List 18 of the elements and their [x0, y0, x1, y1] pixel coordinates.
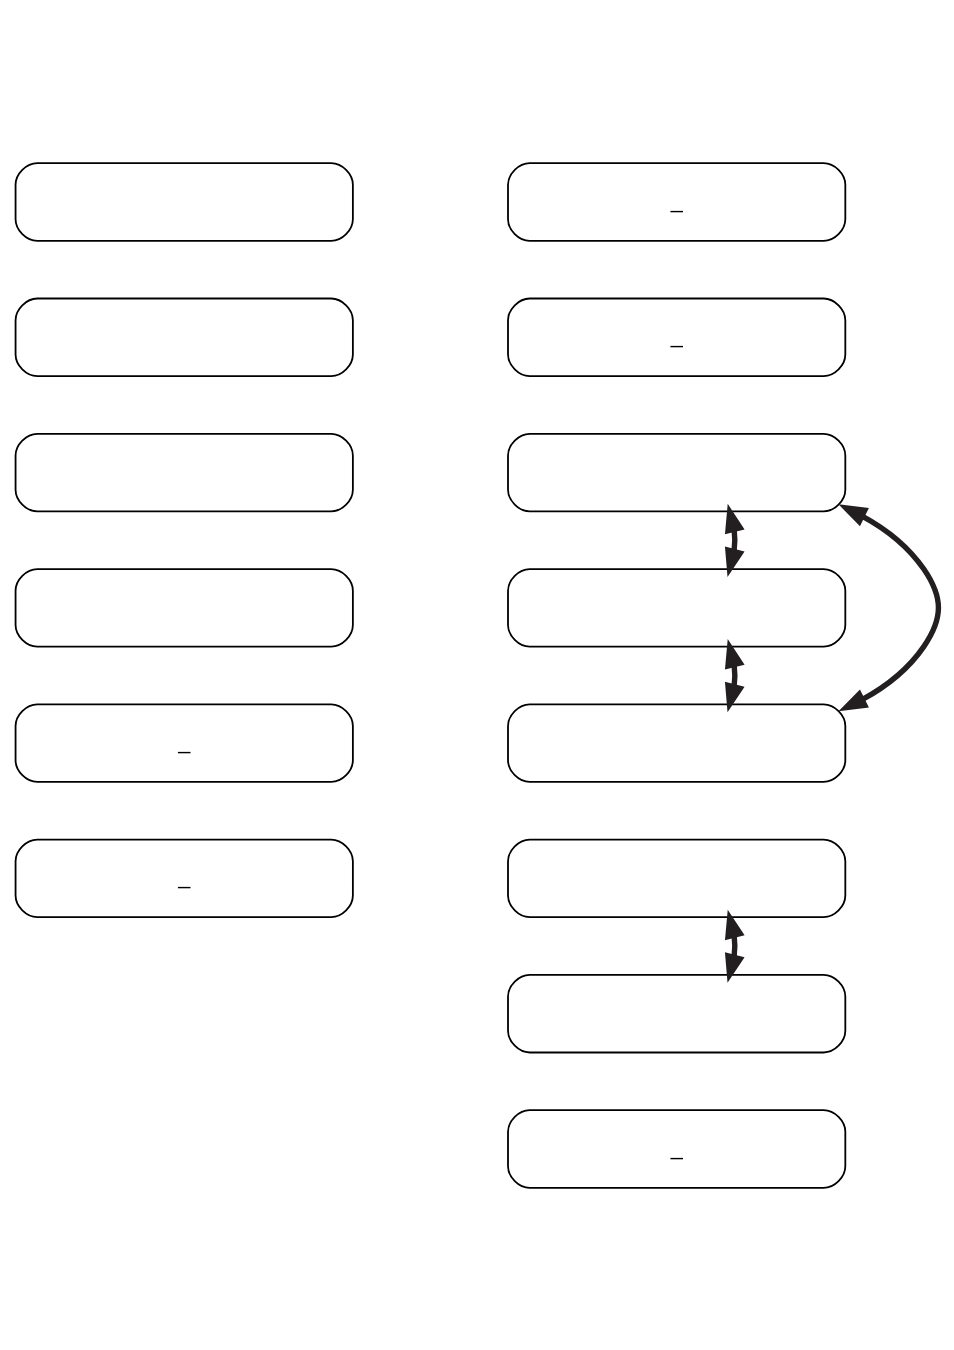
node-box: [507, 567, 847, 648]
arrow: [838, 503, 942, 711]
node-box: [14, 567, 354, 648]
node-box: _: [14, 838, 354, 918]
node-box: [507, 702, 847, 783]
node-box: _: [14, 702, 354, 783]
node-box: [507, 432, 847, 512]
node-box: [507, 973, 847, 1053]
arrow: [724, 503, 745, 577]
node-box: [14, 297, 354, 377]
node-box: _: [507, 1108, 847, 1189]
node-box: _: [507, 297, 847, 377]
node-box: [14, 432, 354, 512]
arrow: [724, 638, 745, 712]
node-box: [14, 161, 354, 242]
node-box: _: [507, 161, 847, 242]
arrow: [724, 909, 745, 983]
node-box: [507, 838, 847, 918]
